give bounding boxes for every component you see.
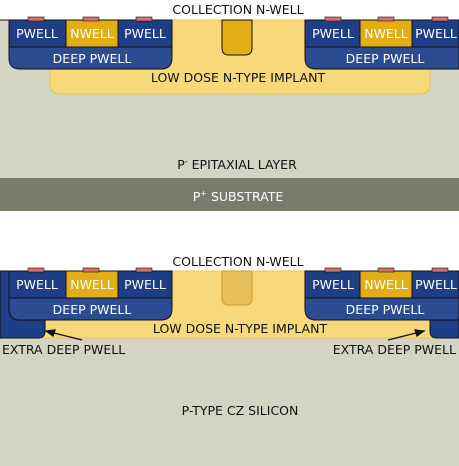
arrow-left-head <box>44 329 56 338</box>
substrate-label: P+ SUBSTRATE <box>193 189 284 204</box>
pwell-right-2 <box>411 19 459 48</box>
epitaxial-layer-label: P- EPITAXIAL LAYER <box>177 157 297 172</box>
nwell-right-label-2: NWELL <box>364 277 408 292</box>
deep-pwell-right-label-2: DEEP PWELL <box>346 302 425 317</box>
epitaxial-cross-section: COLLECTION N-WELL PWELL NWELL PWELL PWEL… <box>0 2 459 211</box>
collection-n-well <box>221 19 253 56</box>
pwell-right-1 <box>304 19 361 48</box>
extra-deep-pwell-arrows <box>44 329 426 341</box>
cz-silicon-label: P-TYPE CZ SILICON <box>182 403 299 418</box>
extra-deep-pwell-left-label: EXTRA DEEP PWELL <box>2 342 125 357</box>
pwell-left-1-label: PWELL <box>16 26 58 41</box>
collection-n-well-label: COLLECTION N-WELL <box>172 2 303 17</box>
pwell-right-1-label-2: PWELL <box>312 277 354 292</box>
p-plus-substrate <box>0 178 459 211</box>
nwell-right <box>359 19 413 48</box>
nwell-right-label: NWELL <box>364 26 408 41</box>
pwell-right-1-label: PWELL <box>312 26 354 41</box>
collection-n-well-label-2: COLLECTION N-WELL <box>172 254 303 269</box>
pwell-right-2-label-2: PWELL <box>415 277 457 292</box>
pwell-left-2-label-2: PWELL <box>124 277 166 292</box>
nwell-left-b <box>65 270 119 299</box>
nwell-left-label: NWELL <box>70 26 114 41</box>
deep-pwell-left-label-2: DEEP PWELL <box>53 302 132 317</box>
deep-pwell-left-label: DEEP PWELL <box>53 51 132 66</box>
surface-contacts <box>27 16 449 22</box>
arrow-right-head <box>414 329 426 338</box>
pwell-left-2-label: PWELL <box>124 26 166 41</box>
arrow-left <box>49 331 83 341</box>
extra-deep-pwell-right-label: EXTRA DEEP PWELL <box>333 342 456 357</box>
collection-n-well-2 <box>221 270 253 306</box>
cz-silicon-cross-section: COLLECTION N-WELL PWELL NWELL PWELL PWEL… <box>0 254 459 466</box>
pwell-left-1 <box>8 19 67 48</box>
pwell-right-1-b <box>304 270 361 299</box>
pwell-right-2-label: PWELL <box>415 26 457 41</box>
pwell-left-2-b <box>117 270 173 299</box>
implant-label-2: LOW DOSE N-TYPE IMPLANT <box>153 321 328 336</box>
arrow-right <box>387 331 421 341</box>
implant-label: LOW DOSE N-TYPE IMPLANT <box>151 70 326 85</box>
deep-pwell-right-label: DEEP PWELL <box>346 51 425 66</box>
nwell-left-label-2: NWELL <box>70 277 114 292</box>
pwell-left-1-label-2: PWELL <box>16 277 58 292</box>
surface-contacts-2 <box>27 267 449 273</box>
pwell-right-2-b <box>411 270 459 299</box>
